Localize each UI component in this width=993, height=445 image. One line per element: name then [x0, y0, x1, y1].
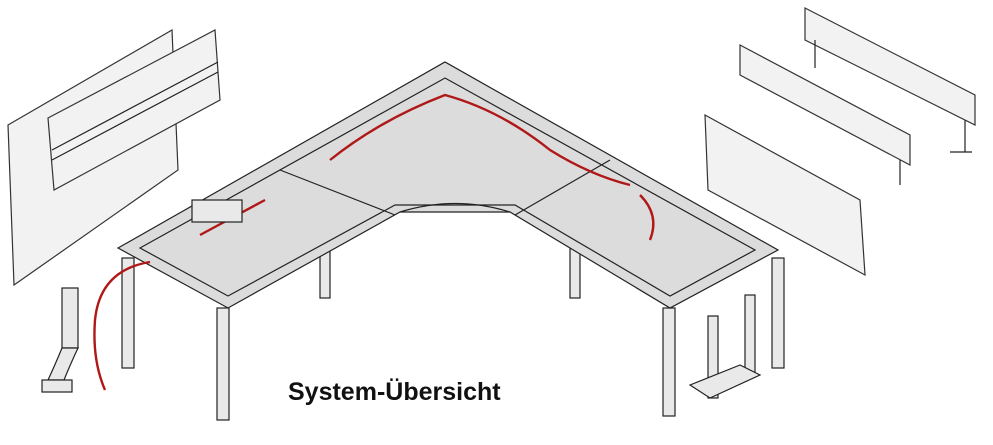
cpu-holder [688, 294, 762, 399]
desk-frame [116, 61, 780, 309]
diagram-title: System-Übersicht [288, 378, 501, 406]
left-screen-panels [7, 28, 221, 287]
cable-chain [41, 287, 79, 393]
right-screen-panels [704, 7, 976, 277]
cable-tray [191, 199, 243, 223]
